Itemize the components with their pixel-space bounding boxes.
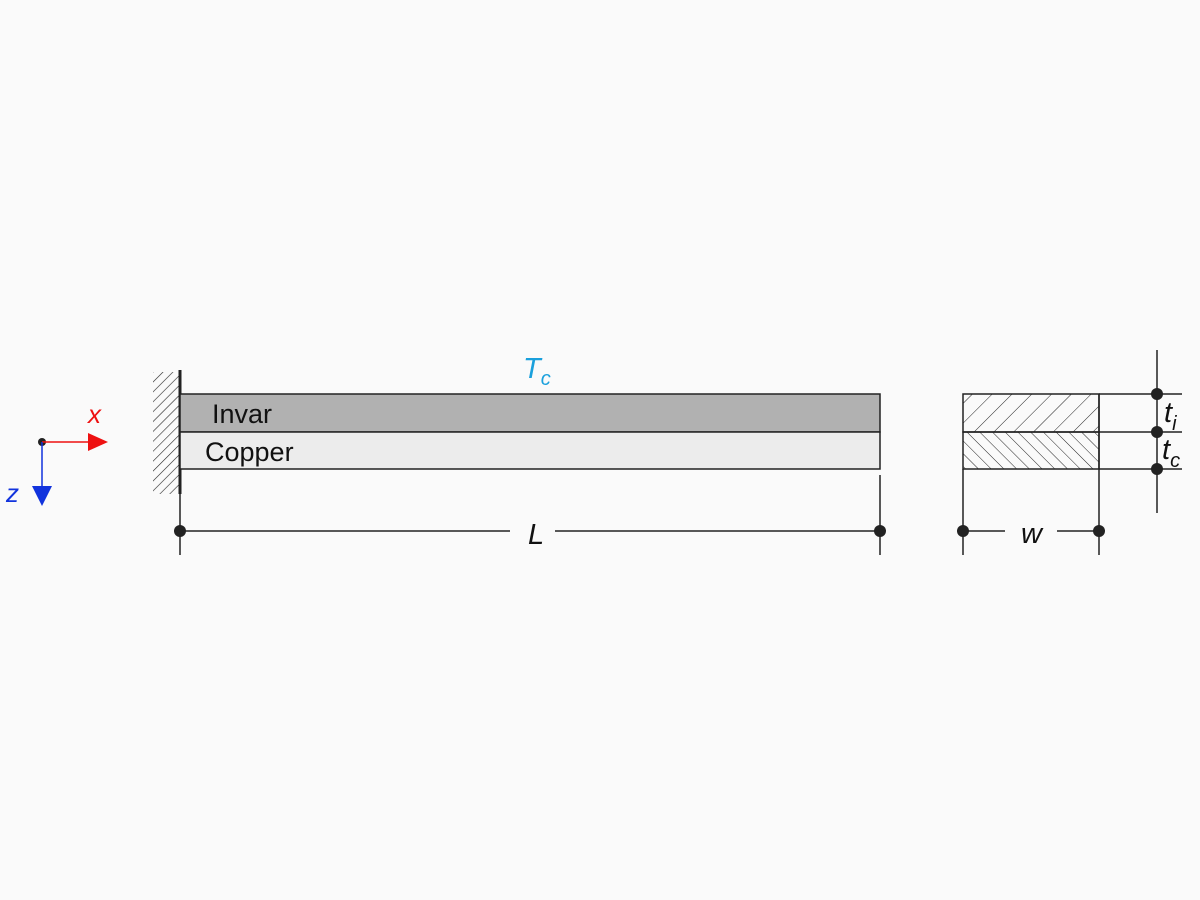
length-dim-dot-right: [874, 525, 886, 537]
wall-hatching: [153, 372, 180, 494]
invar-label: Invar: [212, 399, 272, 429]
thickness-dot-bottom: [1151, 463, 1163, 475]
thickness-dot-mid: [1151, 426, 1163, 438]
length-dim-dot-left: [174, 525, 186, 537]
x-axis-arrowhead: [88, 433, 108, 451]
copper-thickness-label: tc: [1162, 434, 1180, 472]
copper-label: Copper: [205, 437, 294, 467]
length-label: L: [528, 519, 544, 551]
x-axis-label: x: [86, 399, 102, 429]
fixed-wall-support: [153, 370, 182, 494]
width-dot-left: [957, 525, 969, 537]
invar-thickness-label: ti: [1164, 397, 1177, 435]
width-dot-right: [1093, 525, 1105, 537]
coordinate-axes: x z: [5, 399, 108, 508]
cross-section-invar: [962, 393, 1100, 433]
beam: Invar Copper Tc: [179, 353, 881, 470]
z-axis-arrowhead: [32, 486, 52, 506]
z-axis-label: z: [5, 478, 19, 508]
cross-section-copper: [962, 431, 1100, 470]
cross-section: ti tc w: [957, 350, 1182, 555]
width-label: w: [1021, 518, 1044, 550]
copper-layer: [179, 431, 881, 470]
length-dimension: L: [174, 475, 886, 555]
temperature-label: Tc: [523, 353, 551, 390]
thickness-dot-top: [1151, 388, 1163, 400]
invar-layer: [179, 393, 881, 433]
